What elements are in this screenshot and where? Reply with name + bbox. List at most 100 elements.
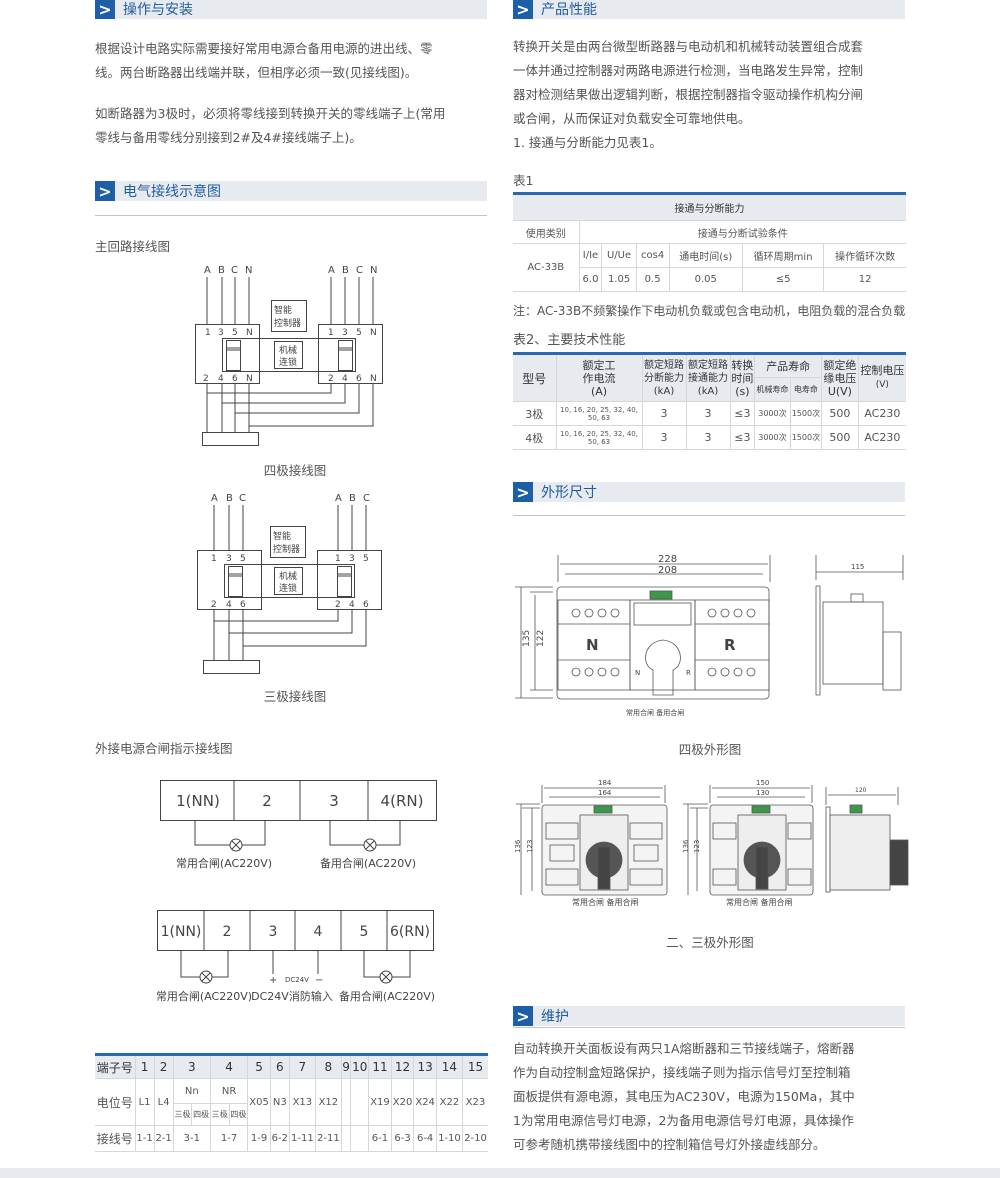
diagram-shape: [629, 822, 663, 840]
diagram-shape: [160, 780, 437, 821]
diagram-label: 连锁: [279, 356, 297, 368]
diagram-label: N: [370, 265, 377, 276]
table-cell: 1-11: [288, 1125, 316, 1152]
text-line: 转换开关是由两台微型断路器与电动机和机械转动装置组合成套: [513, 39, 864, 54]
table-cell: 转换时间(s): [729, 353, 756, 402]
table-cell: AC230: [857, 425, 906, 450]
diagram-label: 208: [658, 565, 677, 576]
diagram-label: 4: [218, 374, 224, 384]
diagram-shape: [707, 667, 717, 677]
diagram-label: 常用合闸 备用合闸: [572, 897, 639, 907]
diagram-label: 150: [756, 779, 769, 787]
diagram-label: 5: [356, 328, 362, 338]
four-pole-outline-drawing: 228 208 135 122 N R N R 常用合闸 备用合闸 115: [515, 554, 904, 717]
diagram-label: 3: [349, 554, 355, 564]
table-cell: 11: [368, 1054, 392, 1079]
diagram-label: N: [246, 328, 253, 338]
diagram-label: A: [335, 493, 342, 504]
diagram-shape: [709, 785, 813, 803]
table-cell: 四极: [228, 1103, 249, 1126]
diagram-shape: [633, 844, 659, 862]
external-wiring-title: 外接电源合闸指示接线图: [95, 741, 233, 756]
table-cell: 1-10: [435, 1125, 463, 1152]
diagram-label: 5: [240, 554, 246, 564]
two-three-pole-caption: 二、三极外形图: [666, 935, 754, 950]
table-cell: 10, 16, 20, 25, 32, 40, 50, 63: [555, 401, 643, 426]
footer-band: [0, 1168, 1000, 1178]
diagram-label: C: [239, 493, 246, 504]
table-cell: 14: [435, 1054, 463, 1079]
table-cell: 3000次: [754, 401, 791, 426]
table-cell: 12: [823, 267, 906, 292]
table-cell: 额定工作电流(A): [555, 353, 643, 402]
diagram-shape: [849, 804, 863, 814]
diagram-label: −: [315, 975, 323, 986]
diagram-label: 1: [328, 328, 334, 338]
diagram-shape: [755, 846, 769, 890]
diagram-shape: [787, 868, 812, 886]
diagram-label: B: [342, 265, 349, 276]
diagram-label: 6: [240, 600, 246, 610]
performance-paragraph: 转换开关是由两台微型断路器与电动机和机械转动装置组合成套一体并通过控制器对两路电…: [513, 35, 863, 155]
table-cell: 12: [390, 1054, 415, 1079]
text-line: 1. 接通与分断能力见表1。: [513, 135, 662, 150]
diagram-label: DC24V: [285, 976, 309, 984]
diagram-label: 常用合闸(AC220V): [176, 856, 272, 870]
table-cell: NR: [209, 1078, 249, 1104]
table-cell: ≤3: [729, 401, 756, 426]
maintenance-paragraph: 自动转换开关面板设有两只1A熔断器和三节接线端子，熔断器作为自动控制盒短路保护，…: [513, 1037, 855, 1157]
table-row: 型号 额定工作电流(A) 额定短路分断能力(kA) 额定短路接通能力(kA) 转…: [513, 353, 906, 402]
diagram-label: B: [218, 265, 225, 276]
diagram-shape: [712, 868, 737, 886]
table-cell: 电位号: [95, 1078, 136, 1126]
diagram-shape: [707, 608, 717, 618]
diagram-label: R: [686, 669, 691, 677]
table-cell: 1.05: [601, 267, 637, 292]
table-cell: cos4: [635, 243, 670, 268]
text-line: (kA): [653, 385, 675, 397]
text-line: 作电流: [582, 371, 616, 385]
diagram-shape: [515, 586, 553, 699]
table-cell: 10, 16, 20, 25, 32, 40, 50, 63: [555, 425, 643, 450]
text-line: 1为常用电源信号灯电源，2为备用电源信号灯电源，具体操作: [513, 1113, 854, 1128]
table-cell: 机械寿命: [754, 377, 791, 402]
lamp-icon: [363, 838, 377, 852]
table-cell: AC-33B: [513, 243, 580, 292]
table-cell: 循环周期min: [741, 243, 825, 268]
diagram-shape: [338, 347, 352, 351]
table-cell: N3: [269, 1078, 290, 1126]
diagram-shape: [597, 846, 611, 890]
section-header-wiring: >电气接线示意图: [95, 181, 487, 201]
diagram-shape: [365, 840, 375, 850]
diagram-shape: [337, 573, 351, 577]
table-cell: 4: [209, 1054, 249, 1079]
diagram-shape: [274, 567, 303, 595]
table-cell: 额定短路接通能力(kA): [685, 353, 731, 402]
diagram-shape: [610, 667, 620, 677]
text-line: (s): [735, 384, 750, 398]
diagram-label: 5: [360, 924, 369, 940]
section-header-performance: >产品性能: [513, 0, 905, 19]
diagram-shape: [545, 822, 579, 840]
diagram-shape: [317, 550, 382, 610]
main-circuit-title: 主回路接线图: [95, 239, 171, 254]
diagram-label: 1: [211, 554, 217, 564]
table-row: 接通与分断能力: [513, 193, 906, 221]
diagram-shape: [199, 970, 213, 984]
diagram-label: 常用合闸(AC220V): [156, 989, 252, 1003]
table-cell: 控制电压(V): [857, 353, 906, 402]
diagram-shape: [597, 608, 607, 618]
table-cell: X19: [368, 1078, 392, 1126]
diagram-label: C: [363, 493, 370, 504]
table-cell: 2-10: [461, 1125, 488, 1152]
diagram-label: 1(NN): [176, 792, 220, 810]
table-cell: 6-2: [269, 1125, 290, 1152]
table-cell: 6.0: [578, 267, 603, 292]
diagram-label: 备用合闸(AC220V): [320, 856, 416, 870]
section-header-maintenance: >维护: [513, 1006, 905, 1026]
table-cell: 6-1: [368, 1125, 392, 1152]
diagram-shape: [571, 667, 581, 677]
